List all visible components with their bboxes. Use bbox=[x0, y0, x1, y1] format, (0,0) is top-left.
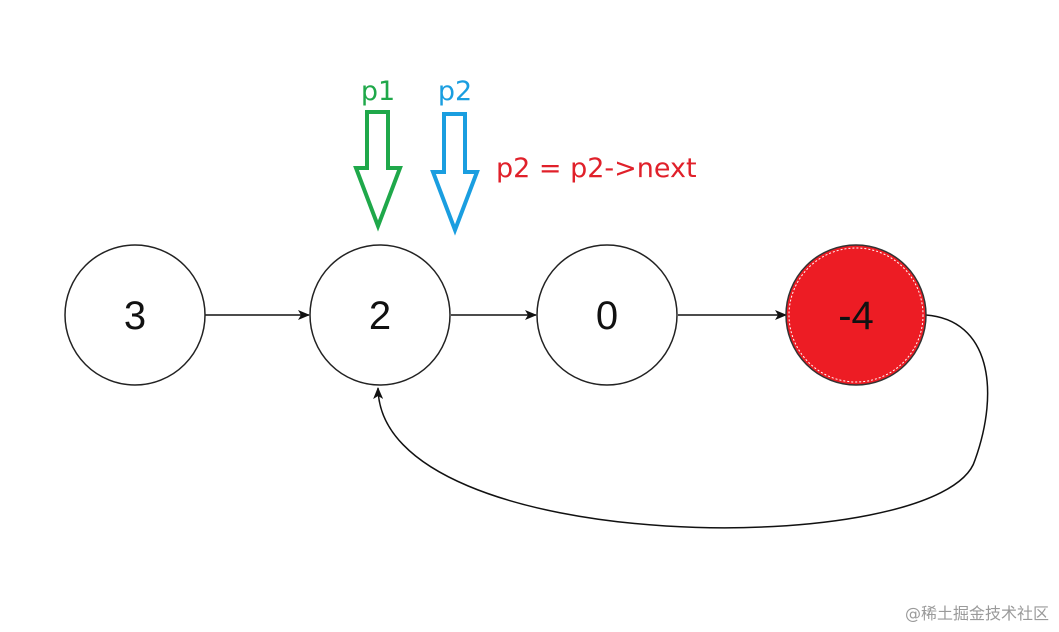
node-value: 2 bbox=[369, 294, 391, 338]
pointer-p2-arrow-icon bbox=[430, 112, 480, 236]
list-node: 3 bbox=[64, 244, 206, 386]
watermark: @稀土掘金技术社区 bbox=[904, 604, 1049, 623]
pointer-p2-label: p2 bbox=[438, 76, 472, 107]
node-value: 0 bbox=[596, 294, 618, 338]
list-node: 0 bbox=[536, 244, 678, 386]
list-node: 2 bbox=[309, 244, 451, 386]
node-value: -4 bbox=[838, 294, 874, 338]
node-value: 3 bbox=[124, 294, 146, 338]
edge-cycle-neg4-to-2 bbox=[373, 314, 989, 529]
pointer-p1-arrow-icon bbox=[353, 110, 403, 232]
step-note: p2 = p2->next bbox=[496, 153, 697, 184]
list-node-highlighted: -4 bbox=[785, 244, 927, 386]
pointer-p1-label: p1 bbox=[361, 76, 395, 107]
